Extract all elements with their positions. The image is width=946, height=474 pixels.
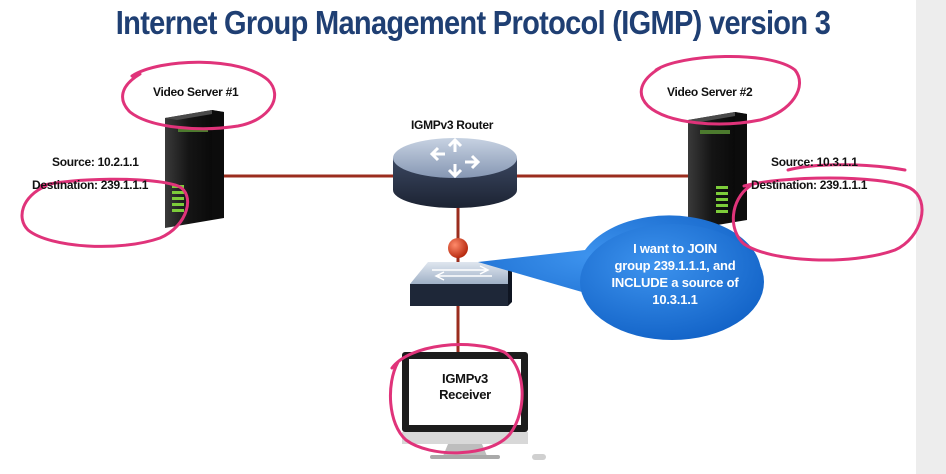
receiver-computer-icon [402,352,546,460]
bubble-line-2: group 239.1.1.1, and [614,258,736,273]
bubble-line-1: I want to JOIN [633,241,717,256]
speech-bubble [478,215,764,340]
receiver-label-line-2: Receiver [439,387,491,402]
server2-tower-icon [688,112,747,230]
server2-source-label: Source: 10.3.1.1 [771,155,858,169]
bubble-line-3: INCLUDE a source of [611,275,739,290]
server1-destination-label: Destination: 239.1.1.1 [32,178,149,192]
server2-destination-label: Destination: 239.1.1.1 [751,178,868,192]
router-icon [393,137,517,208]
page-title: Internet Group Management Protocol (IGMP… [115,4,831,41]
server2-name-label: Video Server #2 [667,85,753,99]
right-edge-strip [916,0,946,474]
server1-source-label: Source: 10.2.1.1 [52,155,139,169]
server1-name-label: Video Server #1 [153,85,239,99]
join-indicator-dot [448,238,468,258]
receiver-label-line-1: IGMPv3 [442,371,488,386]
receiver-label: IGMPv3 Receiver [409,371,521,403]
router-label: IGMPv3 Router [411,118,494,132]
bubble-line-4: 10.3.1.1 [652,292,698,307]
annotation-marks [20,54,924,455]
bubble-message: I want to JOIN group 239.1.1.1, and INCL… [600,240,750,308]
